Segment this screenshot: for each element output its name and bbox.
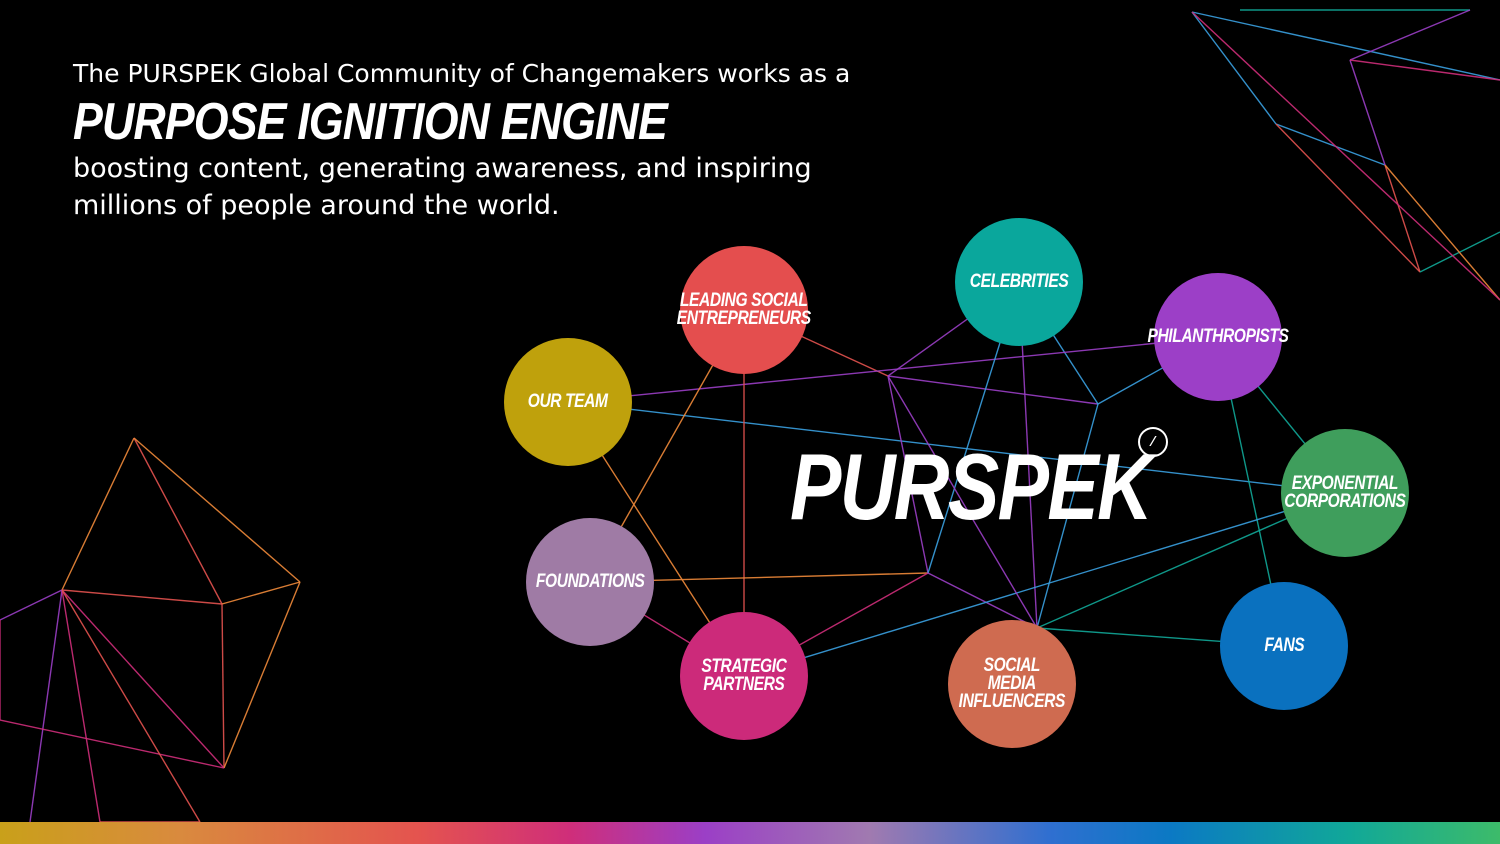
network-line xyxy=(1275,123,1386,166)
node-label: FOUNDATIONS xyxy=(535,571,645,592)
node-our-team: OUR TEAM xyxy=(504,338,632,466)
node-label: LEADING SOCIAL ENTREPRENEURS xyxy=(676,290,812,329)
network-line xyxy=(567,336,1219,403)
node-label: EXPONENTIAL CORPORATIONS xyxy=(1284,473,1406,512)
network-line xyxy=(61,437,135,591)
network-line xyxy=(133,437,223,605)
node-celebrities: CELEBRITIES xyxy=(955,218,1083,346)
network-line xyxy=(887,375,1099,405)
network-line xyxy=(743,492,1346,677)
brand-logo: PURSPEK xyxy=(790,434,1153,539)
network-line xyxy=(1191,11,1500,81)
node-social-media-influencers: SOCIAL MEDIA INFLUENCERS xyxy=(948,620,1076,748)
network-line xyxy=(1349,59,1500,81)
network-line xyxy=(223,581,301,769)
node-label: STRATEGIC PARTNERS xyxy=(701,656,787,695)
network-line xyxy=(1036,403,1099,629)
network-line xyxy=(1275,123,1421,273)
network-line xyxy=(61,589,223,605)
network-line xyxy=(61,589,101,823)
bottom-gradient-bar xyxy=(0,822,1500,844)
network-line xyxy=(29,589,63,823)
network-line xyxy=(133,437,301,583)
network-line xyxy=(0,589,63,621)
network-line xyxy=(1191,11,1500,301)
node-label: SOCIAL MEDIA INFLUENCERS xyxy=(958,655,1066,712)
node-exponential-corporations: EXPONENTIAL CORPORATIONS xyxy=(1281,429,1409,557)
node-foundations: FOUNDATIONS xyxy=(526,518,654,646)
node-label: FANS xyxy=(1264,635,1304,656)
network-line xyxy=(887,375,1038,629)
node-label: CELEBRITIES xyxy=(969,271,1069,292)
network-line xyxy=(927,572,1038,629)
network-line xyxy=(221,603,225,769)
brand-mark-icon: ⁄ xyxy=(1138,427,1168,457)
node-fans: FANS xyxy=(1220,582,1348,710)
network-line xyxy=(1384,164,1421,273)
network-line xyxy=(0,719,225,769)
network-line xyxy=(1349,59,1386,166)
node-strategic-partners: STRATEGIC PARTNERS xyxy=(680,612,808,740)
network-line xyxy=(1191,11,1277,125)
network-line xyxy=(1384,164,1500,301)
network-line xyxy=(567,401,1346,494)
headline: PURPOSE IGNITION ENGINE xyxy=(73,93,668,151)
network-line xyxy=(61,589,201,823)
node-label: PHILANTHROPISTS xyxy=(1147,326,1289,347)
node-label: OUR TEAM xyxy=(528,391,608,412)
intro-line-1: The PURSPEK Global Community of Changema… xyxy=(73,59,851,88)
intro-text: The PURSPEK Global Community of Changema… xyxy=(73,58,973,224)
network-line xyxy=(61,589,225,769)
network-line xyxy=(221,581,301,605)
intro-line-2: boosting content, generating awareness, … xyxy=(73,153,812,221)
node-philanthropists: PHILANTHROPISTS xyxy=(1148,273,1289,401)
node-leading-social-entrepreneurs: LEADING SOCIAL ENTREPRENEURS xyxy=(676,246,812,374)
network-line xyxy=(887,375,929,574)
network-line xyxy=(1349,9,1471,61)
